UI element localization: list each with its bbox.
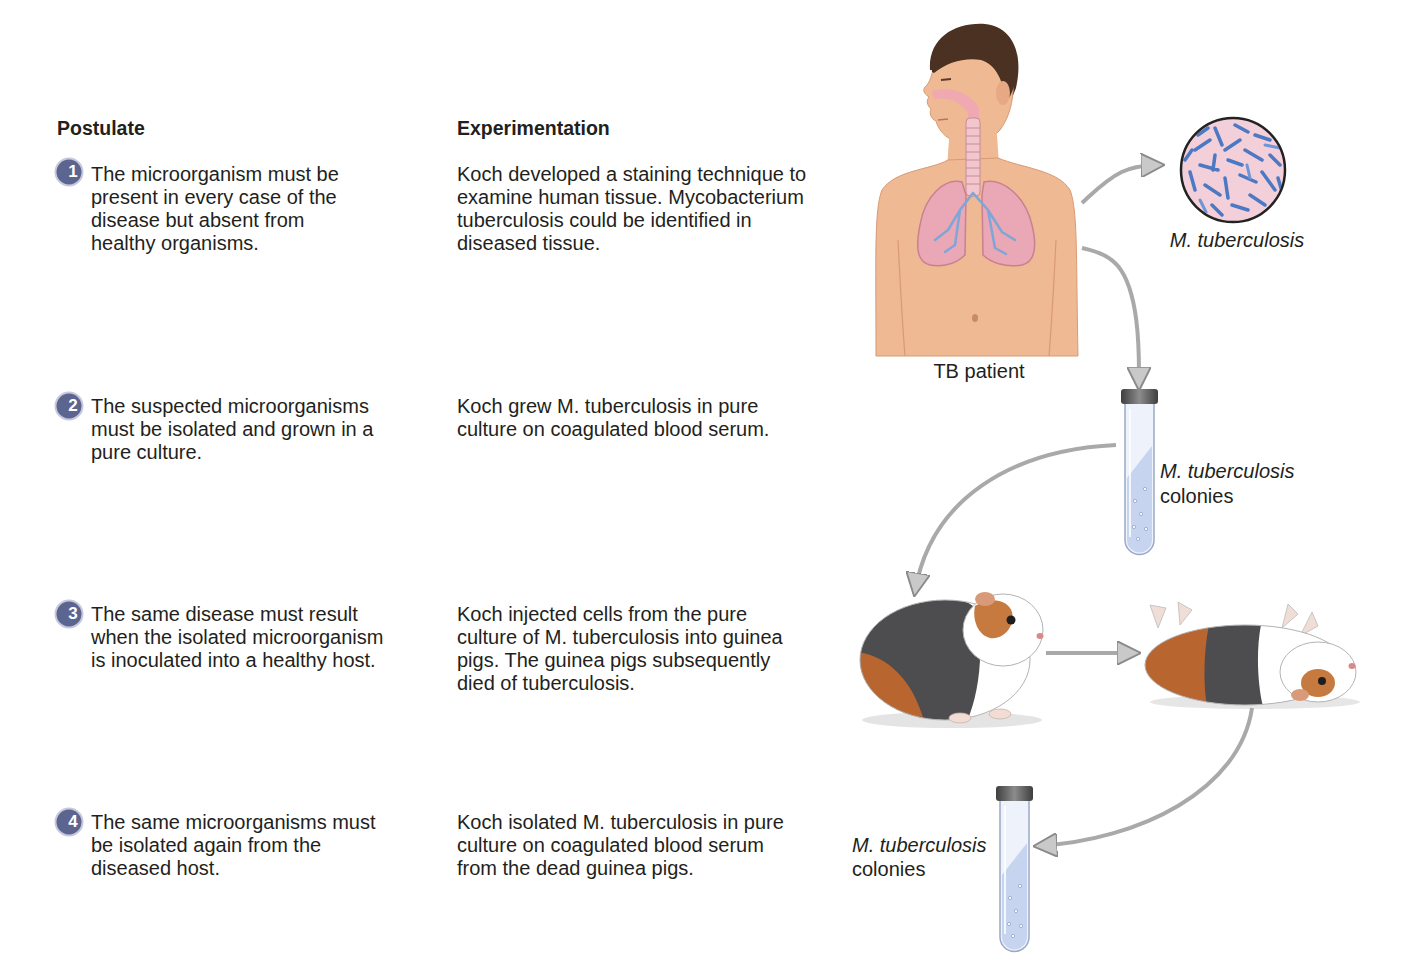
text-slot: M. tuberculosis bbox=[1160, 460, 1295, 483]
patient-figure-part bbox=[966, 118, 980, 196]
guinea-pig-part bbox=[975, 592, 995, 606]
text-slot: TB patient bbox=[872, 360, 1086, 383]
text-slot: M. tuberculosis bbox=[852, 834, 987, 857]
patient-figure-part bbox=[941, 79, 951, 80]
guinea-pig-part-part bbox=[855, 652, 925, 725]
guinea-pig-part bbox=[1007, 616, 1016, 625]
text-slot: 1 bbox=[58, 157, 88, 187]
flow-arrow bbox=[1082, 165, 1160, 203]
patient-figure-part bbox=[996, 81, 1010, 105]
patient-figure: TB patient bbox=[868, 22, 1082, 387]
callout-number: 4 bbox=[54, 807, 84, 837]
callout-number: 2 bbox=[54, 391, 84, 421]
text-slot: Koch developed a staining technique to e… bbox=[457, 163, 819, 255]
text-slot: 4 bbox=[58, 807, 88, 837]
guinea-pig bbox=[1140, 602, 1360, 710]
culture-tube bbox=[1121, 389, 1158, 554]
column-heading: Postulate bbox=[57, 117, 145, 140]
postulate-text: The same disease must result when the is… bbox=[91, 603, 393, 672]
column-heading: Experimentation bbox=[457, 117, 610, 140]
text-slot: Experimentation bbox=[457, 117, 610, 140]
process-arrow-part bbox=[915, 445, 1116, 592]
micrograph bbox=[1181, 115, 1285, 222]
guinea-pig-part bbox=[1037, 633, 1044, 639]
figure-label: TB patient bbox=[933, 360, 1024, 383]
experiment-text: Koch grew M. tuberculosis in pure cultur… bbox=[457, 395, 795, 441]
text-slot: Koch injected cells from the pure cultur… bbox=[457, 603, 795, 695]
process-arrow bbox=[915, 445, 1252, 846]
text-slot: The microorganism must be present in eve… bbox=[91, 163, 356, 255]
experiment-text: Koch injected cells from the pure cultur… bbox=[457, 603, 795, 695]
patient-figure bbox=[876, 24, 1078, 356]
guinea-pig-part-part bbox=[1140, 620, 1212, 710]
culture-tube-part bbox=[996, 786, 1033, 951]
postulate-text: The suspected microorganisms must be iso… bbox=[91, 395, 391, 464]
callout-number: 3 bbox=[54, 599, 84, 629]
micrograph-part bbox=[1181, 118, 1285, 222]
process-arrow-part bbox=[1038, 708, 1252, 846]
culture-tube bbox=[996, 786, 1033, 951]
patient-figure-part bbox=[898, 240, 905, 356]
text-slot: The same microorganisms must be isolated… bbox=[91, 811, 389, 880]
guinea-pig-part-part bbox=[1204, 620, 1264, 710]
text-slot: The same disease must result when the is… bbox=[91, 603, 393, 672]
text-slot: The suspected microorganisms must be iso… bbox=[91, 395, 391, 464]
culture-tube-part bbox=[1121, 389, 1158, 554]
callout-number: 1 bbox=[54, 157, 84, 187]
guinea-pig-part bbox=[1280, 642, 1356, 702]
culture-tube: M. tuberculosiscolonies bbox=[848, 784, 1036, 952]
experiment-text: Koch isolated M. tuberculosis in pure cu… bbox=[457, 811, 797, 880]
callout-number-text: 2 bbox=[68, 391, 77, 421]
callout-number-text: 1 bbox=[68, 157, 77, 187]
text-slot: colonies bbox=[1160, 485, 1233, 508]
figure-label: colonies bbox=[1160, 485, 1233, 508]
guinea-pig-part bbox=[963, 594, 1043, 666]
guinea-pig-part bbox=[949, 713, 971, 723]
figure-label: M. tuberculosis bbox=[1170, 229, 1305, 252]
callout-number-text: 3 bbox=[68, 599, 77, 629]
postulate-text: The same microorganisms must be isolated… bbox=[91, 811, 389, 880]
text-slot: 2 bbox=[58, 391, 88, 421]
postulate-text: The microorganism must be present in eve… bbox=[91, 163, 356, 255]
process-arrow-part bbox=[1046, 651, 1136, 655]
bacilli-part bbox=[1200, 115, 1280, 212]
patient-figure-part bbox=[966, 128, 980, 184]
guinea-pig-part bbox=[1349, 663, 1356, 669]
text-slot: colonies bbox=[852, 858, 925, 881]
guinea-pig bbox=[855, 592, 1044, 728]
text-slot: Koch isolated M. tuberculosis in pure cu… bbox=[457, 811, 797, 880]
guinea-pig-part bbox=[989, 709, 1011, 719]
callout-number-text: 4 bbox=[68, 807, 77, 837]
experiment-text: Koch developed a staining technique to e… bbox=[457, 163, 819, 255]
text-slot: Postulate bbox=[57, 117, 145, 140]
guinea-pig-part bbox=[862, 712, 1042, 728]
patient-figure-part bbox=[1049, 240, 1056, 356]
guinea-pig-part bbox=[1318, 677, 1326, 685]
micrograph: M. tuberculosis bbox=[1160, 113, 1308, 255]
text-slot: 3 bbox=[58, 599, 88, 629]
culture-tube: M. tuberculosiscolonies bbox=[1118, 386, 1304, 556]
figure-label: colonies bbox=[852, 858, 925, 881]
patient-figure-part bbox=[972, 314, 978, 322]
micrograph-part bbox=[1181, 118, 1285, 222]
patient-figure-part bbox=[935, 193, 1015, 254]
figure-label: M. tuberculosis bbox=[1160, 460, 1295, 483]
text-slot: Koch grew M. tuberculosis in pure cultur… bbox=[457, 395, 795, 441]
text-slot: M. tuberculosis bbox=[1164, 229, 1310, 252]
patient-figure-part bbox=[938, 119, 948, 120]
flow-arrow bbox=[1082, 248, 1139, 386]
guinea-pig-part bbox=[1291, 689, 1309, 701]
figure-label: M. tuberculosis bbox=[852, 834, 987, 857]
